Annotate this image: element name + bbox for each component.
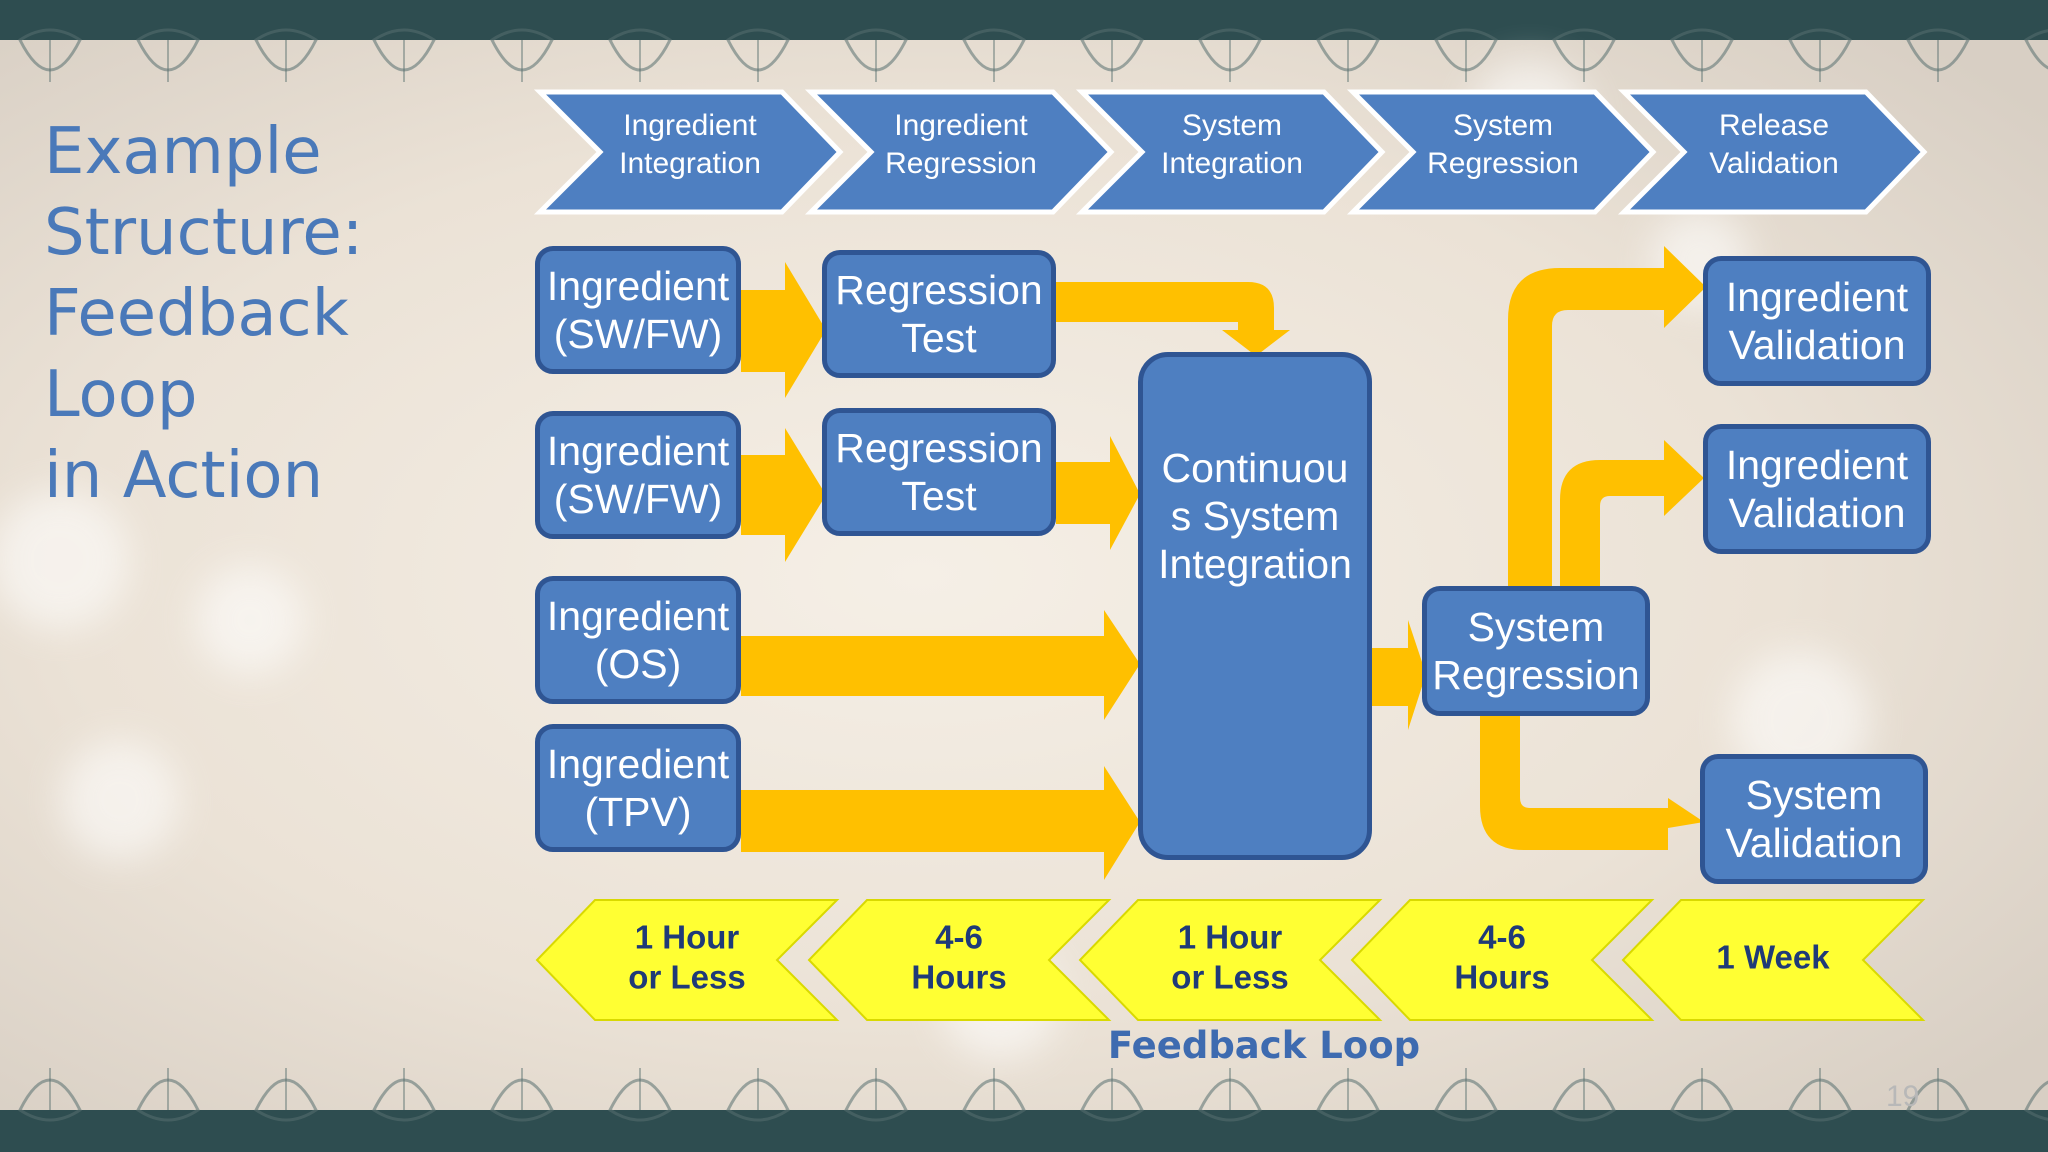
arrow-regression1-to-integration (1056, 282, 1290, 356)
flow-arrows (741, 246, 1706, 880)
arrow-regression2-to-integration (1056, 436, 1140, 550)
ingredient-tpv-box: Ingredient (TPV) (535, 724, 741, 852)
stage-label-line: Ingredient (894, 109, 1028, 142)
bottom-pattern-band (0, 1110, 2048, 1152)
stage-label-line: Ingredient (623, 109, 757, 142)
system-regression-box: System Regression (1422, 586, 1650, 716)
duration-label-line: 1 Week (1716, 939, 1830, 976)
stage-label-line: Release (1719, 109, 1829, 142)
ingredient-validation-box-1: Ingredient Validation (1703, 256, 1931, 386)
ingredient-swfw-box-1: Ingredient (SW/FW) (535, 246, 741, 374)
duration-label-line: Hours (1454, 959, 1549, 996)
regression-test-box-2: Regression Test (822, 408, 1056, 536)
ingredient-validation-box-2: Ingredient Validation (1703, 424, 1931, 554)
regression-test-box-1: Regression Test (822, 250, 1056, 378)
arrow-integration-to-system-regression (1370, 620, 1426, 730)
duration-label-line: Hours (911, 959, 1006, 996)
duration-label-line: 1 Hour (1178, 919, 1283, 956)
ingredient-os-box: Ingredient (OS) (535, 576, 741, 704)
stage-chevron-row: IngredientIntegrationIngredientRegressio… (533, 89, 1928, 215)
continuous-system-integration-box: Continuou s System Integration (1138, 352, 1372, 860)
top-lace-border (18, 28, 2048, 82)
arrow-to-ingredient-validation-2 (1560, 440, 1704, 586)
arrow-tpv-to-integration (741, 766, 1140, 880)
slide-title: Example Structure: Feedback Loop in Acti… (44, 115, 364, 513)
stage-label-line: Integration (1161, 147, 1303, 180)
bokeh-lights (0, 60, 1870, 1060)
stage-label-line: Validation (1709, 147, 1839, 180)
duration-label-line: or Less (628, 959, 745, 996)
duration-label-line: 4-6 (935, 919, 983, 956)
arrow-to-system-validation (1480, 716, 1704, 850)
duration-label-line: 1 Hour (635, 919, 740, 956)
stage-label-line: Integration (619, 147, 761, 180)
arrow-os-to-integration (741, 610, 1140, 720)
duration-label-line: or Less (1171, 959, 1288, 996)
duration-label-line: 4-6 (1478, 919, 1526, 956)
stage-label-line: Regression (885, 147, 1037, 180)
stage-label-line: System (1182, 109, 1282, 142)
stage-label-line: Regression (1427, 147, 1579, 180)
feedback-loop-label: Feedback Loop (1107, 1024, 1421, 1067)
page-number: 19 (1886, 1080, 1920, 1113)
system-validation-box: System Validation (1700, 754, 1928, 884)
arrow-to-ingredient-validation-1 (1508, 246, 1706, 586)
top-pattern-band (0, 0, 2048, 40)
arrow-ingredient1-to-regression1 (741, 262, 826, 398)
duration-chevron-5: 1 Week (1621, 899, 1926, 1021)
stage-label-line: System (1453, 109, 1553, 142)
bottom-lace-border (18, 1068, 2048, 1122)
ingredient-swfw-box-2: Ingredient (SW/FW) (535, 411, 741, 539)
arrow-ingredient2-to-regression2 (741, 428, 826, 562)
